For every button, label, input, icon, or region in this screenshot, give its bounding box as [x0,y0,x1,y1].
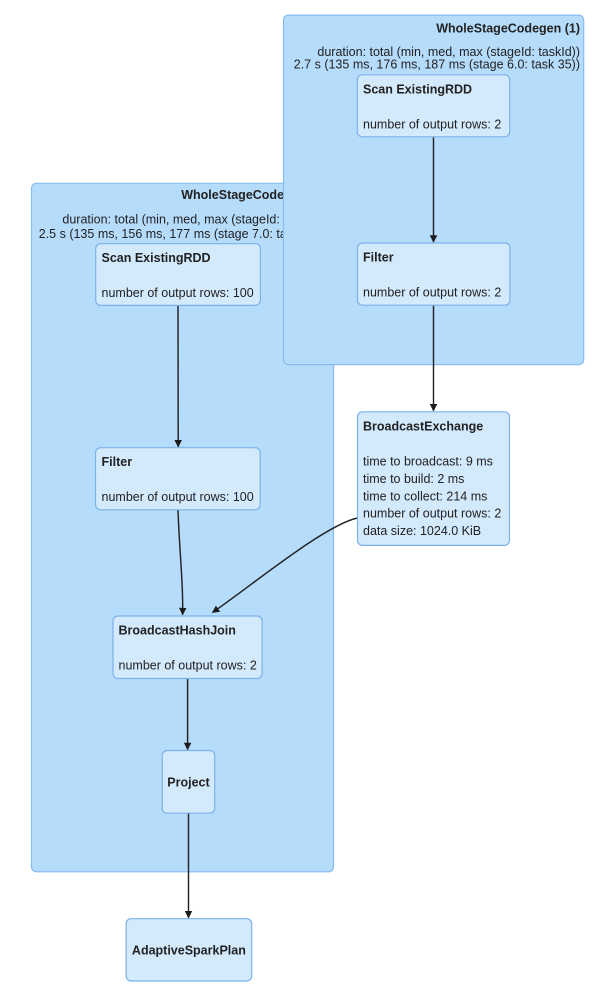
svg-text:number of output rows: 2: number of output rows: 2 [119,659,257,673]
svg-text:duration: total (min, med, max: duration: total (min, med, max (stageId:… [317,45,580,59]
svg-text:Project: Project [167,776,210,790]
svg-text:Filter: Filter [102,455,133,469]
svg-text:AdaptiveSparkPlan: AdaptiveSparkPlan [132,943,246,957]
svg-text:2.5 s (135 ms, 156 ms, 177 ms: 2.5 s (135 ms, 156 ms, 177 ms (stage 7.0… [39,227,325,241]
svg-text:number of output rows: 100: number of output rows: 100 [102,490,254,504]
svg-text:2.7 s (135 ms, 176 ms, 187 ms: 2.7 s (135 ms, 176 ms, 187 ms (stage 6.0… [294,58,580,72]
svg-text:BroadcastHashJoin: BroadcastHashJoin [119,624,236,638]
svg-text:time to collect: 214 ms: time to collect: 214 ms [363,489,487,503]
svg-text:BroadcastExchange: BroadcastExchange [363,419,483,433]
svg-text:WholeStageCodegen (1): WholeStageCodegen (1) [436,22,580,36]
svg-text:number of output rows: 100: number of output rows: 100 [102,286,254,300]
svg-text:number of output rows: 2: number of output rows: 2 [363,286,501,300]
svg-text:Filter: Filter [363,251,394,265]
svg-text:data size: 1024.0 KiB: data size: 1024.0 KiB [363,524,481,538]
svg-text:number of output rows: 2: number of output rows: 2 [363,507,501,521]
svg-text:duration: total (min, med, max: duration: total (min, med, max (stageId:… [62,213,325,227]
svg-text:Scan ExistingRDD: Scan ExistingRDD [363,82,472,96]
svg-text:time to build: 2 ms: time to build: 2 ms [363,472,464,486]
svg-text:time to broadcast: 9 ms: time to broadcast: 9 ms [363,455,493,469]
svg-text:number of output rows: 2: number of output rows: 2 [363,117,501,131]
svg-text:Scan ExistingRDD: Scan ExistingRDD [102,251,211,265]
